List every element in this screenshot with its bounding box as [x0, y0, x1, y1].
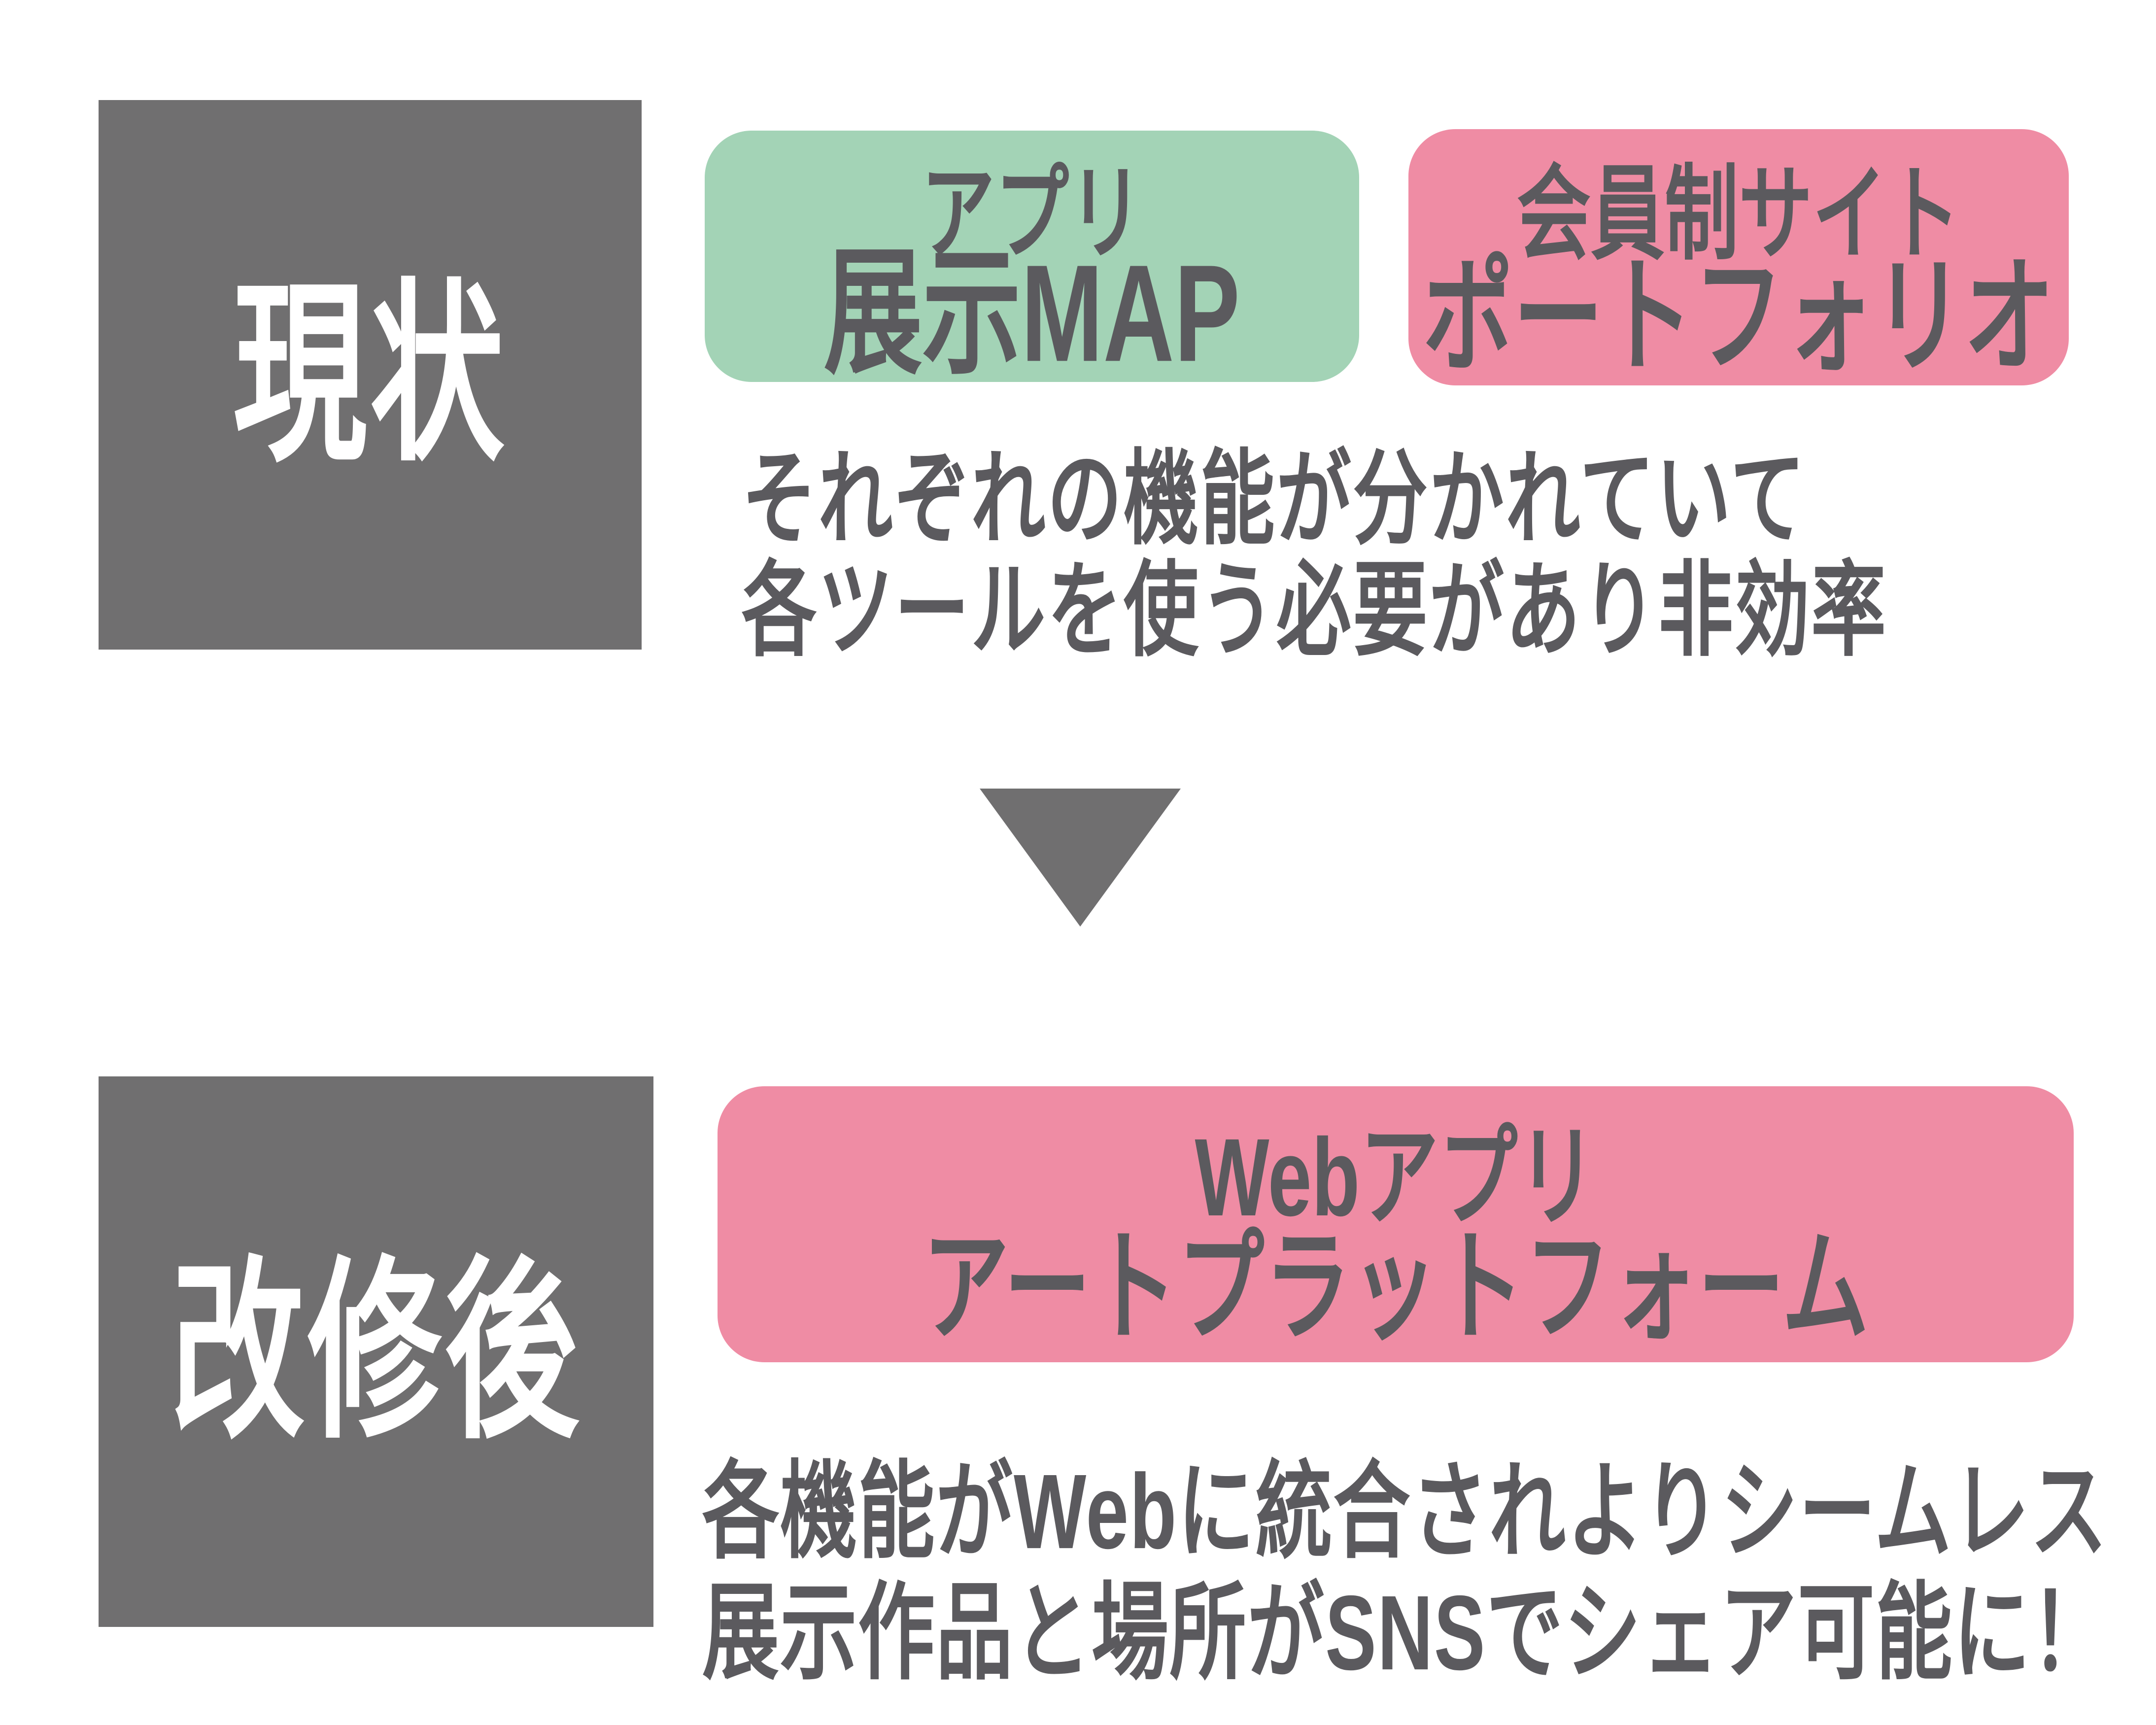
current-state-label: 現状: [233, 266, 507, 483]
card-title: ポートフォリオ: [1423, 245, 2054, 387]
card-title: 展示MAP: [823, 237, 1240, 391]
current-state-box: 現状: [99, 100, 642, 650]
description-line: 各ツールを使う必要があり非効率: [742, 552, 1887, 669]
down-triangle-icon: [980, 789, 1181, 927]
after-renovation-label: 改修後: [171, 1243, 582, 1460]
card-app-exhibition-map: アプリ 展示MAP: [705, 131, 1359, 391]
card-subtitle: Webアプリ: [1195, 1115, 1597, 1239]
description-line: 各機能がWebに統合されよりシームレス: [702, 1452, 2108, 1572]
description-line: 展示作品と場所がSNSでシェア可能に！: [702, 1574, 2109, 1693]
current-description: それぞれの機能が分かれていて 各ツールを使う必要があり非効率: [742, 441, 1887, 669]
after-description: 各機能がWebに統合されよりシームレス 展示作品と場所がSNSでシェア可能に！: [702, 1451, 2109, 1694]
card-membership-portfolio: 会員制サイト ポートフォリオ: [1408, 129, 2069, 385]
card-subtitle: 会員制サイト: [1516, 155, 1960, 272]
after-renovation-box: 改修後: [99, 1076, 653, 1627]
card-web-art-platform: Webアプリ アートプラットフォーム: [718, 1086, 2074, 1362]
card-title: アートプラットフォーム: [922, 1220, 1869, 1355]
card-subtitle: アプリ: [921, 155, 1143, 272]
description-line: それぞれの機能が分かれていて: [742, 441, 1807, 557]
